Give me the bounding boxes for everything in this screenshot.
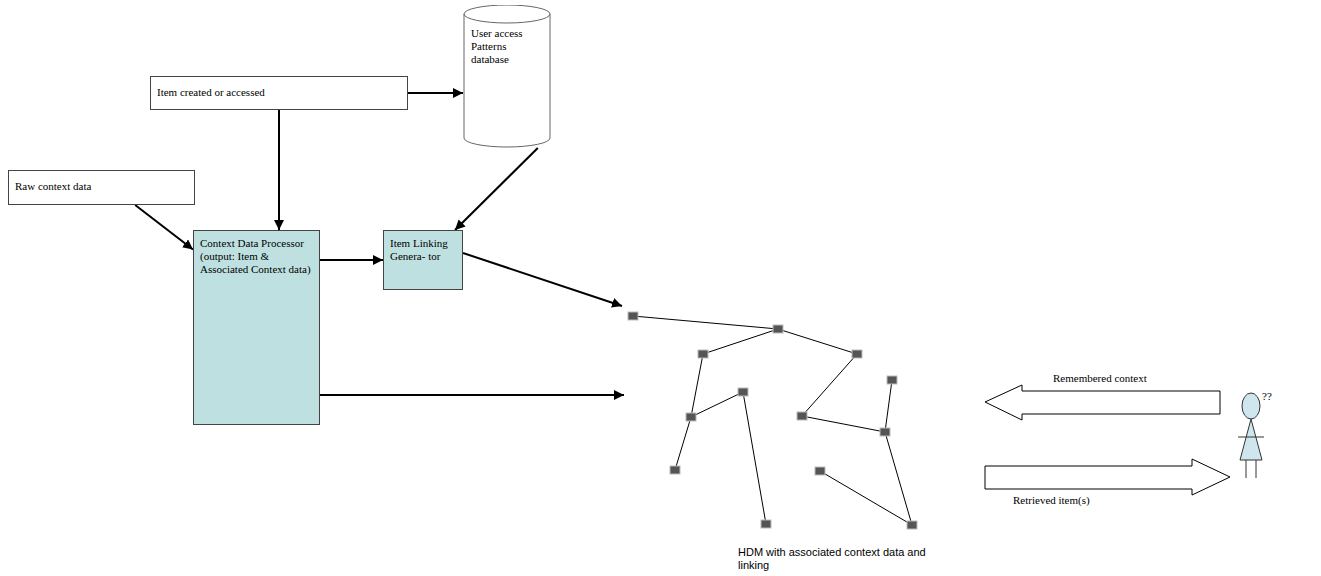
node-text: User access Patterns database [471,27,543,66]
item-square [761,520,771,528]
connector-arrow [455,148,538,230]
hdm-graph [633,316,912,525]
item-square [628,312,638,320]
arrow-label: Remembered context [1053,372,1147,385]
item-square [852,350,862,358]
item-square [738,388,748,396]
process-box: Item Linking Genera- tor [383,230,463,290]
connector-arrow [135,205,193,250]
cylinder-outline [463,5,551,148]
remembered-arrow [985,385,1220,420]
item-square [698,350,708,358]
connector-arrow [408,92,463,94]
arrow-label: Retrieved item(s) [1013,494,1090,507]
node-text: Item created or accessed [157,86,401,99]
node-text: Context Data Processor (output: Item & A… [200,237,313,276]
input-box: Raw context data [8,170,195,205]
connector-arrow [320,259,383,261]
item-square [773,325,783,333]
event-box: Item created or accessed [150,76,408,110]
connector-arrow [278,110,280,230]
item-square [887,376,897,384]
retrieved-arrow [985,459,1230,495]
node-text: Item Linking Genera- tor [390,237,456,263]
item-square [686,413,696,421]
hdm-items [628,312,917,529]
item-square [907,521,917,529]
question-marks: ?? [1262,390,1272,403]
output-arrow [463,253,622,306]
item-square [815,467,825,475]
item-square [880,428,890,436]
item-square [670,466,680,474]
process-box: Context Data Processor (output: Item & A… [193,230,320,425]
output-arrow [320,394,624,396]
item-square [797,412,807,420]
node-text: Raw context data [15,180,188,193]
graph-caption: HDM with associated context data and lin… [738,546,948,572]
user-figure [1238,393,1264,478]
database-cylinder: User access Patterns database [463,5,551,148]
